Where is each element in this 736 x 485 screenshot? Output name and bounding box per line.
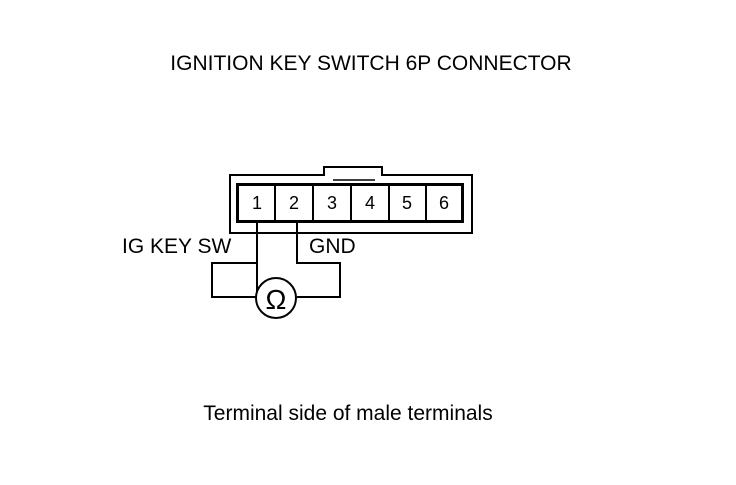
wire-pin-1-loop (211, 262, 257, 298)
pin-cavity-6 (425, 184, 463, 222)
connector-outer-shell (229, 166, 473, 234)
ohmmeter-icon: Ω (255, 277, 297, 319)
pin-label-6: 6 (439, 193, 449, 213)
diagram-title: IGNITION KEY SWITCH 6P CONNECTOR (170, 52, 571, 75)
diagram-caption: Terminal side of male terminals (203, 402, 492, 425)
pin-label-5: 5 (402, 193, 412, 213)
ohmmeter-circle (255, 277, 297, 319)
connector-pins (237, 184, 463, 222)
label-ig-key-sw: IG KEY SW (122, 235, 231, 258)
pin-label-4: 4 (365, 193, 375, 213)
pin-label-2: 2 (289, 193, 299, 213)
label-gnd: GND (309, 235, 356, 258)
pin-label-1: 1 (252, 193, 262, 213)
ohmmeter-symbol: Ω (266, 284, 287, 315)
wire-pin-2 (296, 221, 341, 298)
pin-label-3: 3 (327, 193, 337, 213)
